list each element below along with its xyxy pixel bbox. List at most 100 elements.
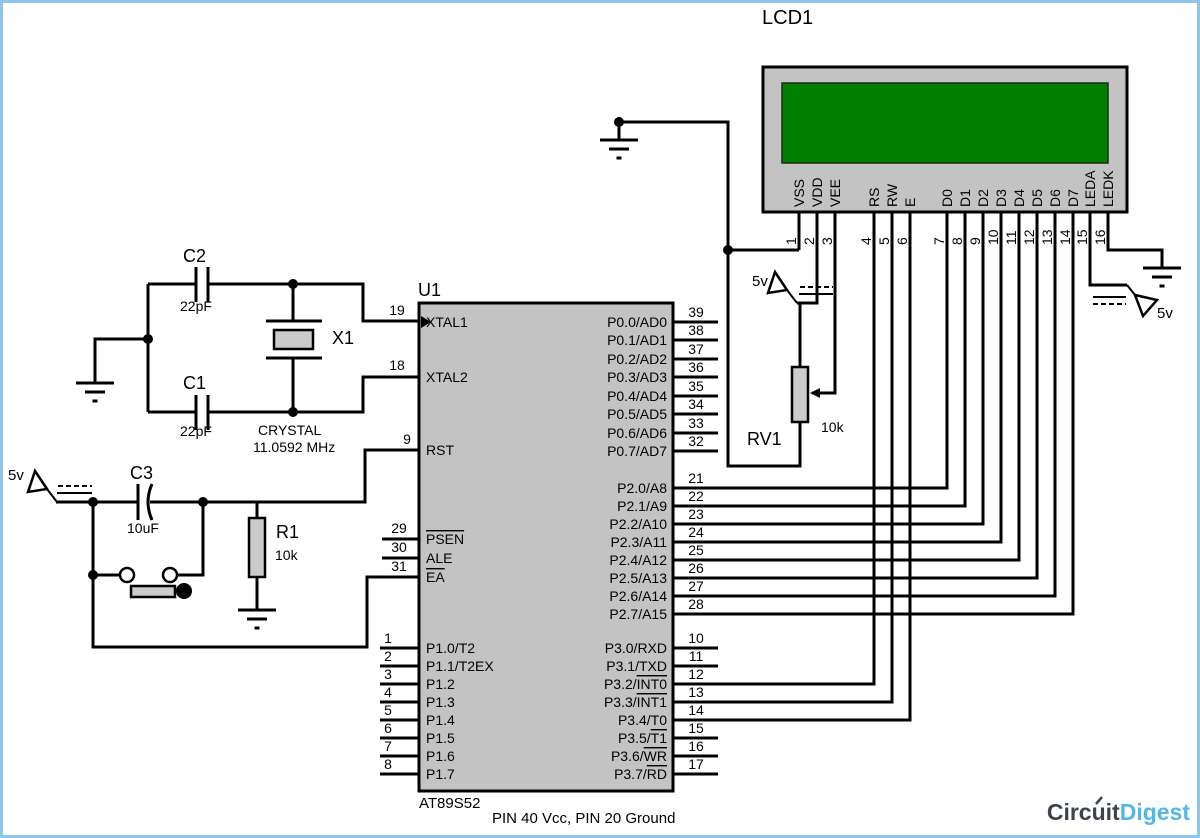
pin-label: P2.1/A9 <box>617 498 667 514</box>
mcu-left-pin-stubs <box>380 537 419 776</box>
mcu-ref-label: U1 <box>418 280 441 300</box>
pin-label: P1.2 <box>426 676 455 692</box>
pin-number: 39 <box>688 304 704 320</box>
pin-label: P2.4/A12 <box>609 552 667 568</box>
pin-number: 27 <box>688 578 704 594</box>
button-actuator <box>129 584 177 599</box>
wire-e-net <box>673 212 912 722</box>
junction-dot <box>288 279 298 289</box>
pin-label: P0.5/AD5 <box>607 406 667 422</box>
pin-number: 29 <box>391 520 407 536</box>
lcd-pin-label: VDD <box>809 177 825 207</box>
rv1-ref-label: RV1 <box>747 429 782 449</box>
potentiometer-rv1 <box>790 365 820 424</box>
wire-d1-net <box>673 212 967 508</box>
c2-ref-label: C2 <box>183 246 206 266</box>
svg-text:ALE: ALE <box>426 550 452 566</box>
power-tail <box>1126 284 1136 296</box>
svg-text:P0.3/AD3: P0.3/AD3 <box>607 369 667 385</box>
pin-label: P2.5/A13 <box>609 570 667 586</box>
lcd-pin-label: LEDK <box>1100 170 1116 207</box>
lcd-pin-number: 14 <box>1057 229 1073 245</box>
pin-number: 10 <box>688 630 704 646</box>
c1-ref-label: C1 <box>183 373 206 393</box>
power-triangle-icon <box>1133 293 1160 319</box>
lcd-pin-number: 5 <box>876 237 892 245</box>
pin-label: P2.7/A15 <box>609 606 667 622</box>
lcd-pin-number: 12 <box>1021 229 1037 245</box>
lcd-pin-labels: VSS VDD VEE RS RW E D0 D1 D2 D3 D4 D5 D6… <box>791 170 1116 207</box>
pin-number: 13 <box>688 684 704 700</box>
pin-number: 36 <box>688 359 704 375</box>
c3-value-label: 10uF <box>127 520 159 536</box>
power-symbol-backlight <box>1093 284 1160 319</box>
button-terminal <box>161 566 179 584</box>
svg-text:P3.4/T0: P3.4/T0 <box>618 712 667 728</box>
pin-label: P0.3/AD3 <box>607 369 667 385</box>
lcd-pin-label: LEDA <box>1082 170 1098 207</box>
crystal-x1 <box>266 319 322 360</box>
pin-number: 5 <box>384 702 392 718</box>
power-triangle-icon <box>766 269 790 295</box>
pin-number: 14 <box>688 702 704 718</box>
lcd-screen <box>781 82 1109 164</box>
pin-number: 12 <box>688 666 704 682</box>
lcd-pin-number: 6 <box>894 237 910 245</box>
svg-text:P3.6/WR: P3.6/WR <box>611 748 667 764</box>
wire-d3-net <box>673 212 1003 544</box>
lcd-pin-label: E <box>902 198 918 207</box>
svg-text:XTAL2: XTAL2 <box>426 369 468 385</box>
ground-symbol-r1 <box>238 608 276 630</box>
power-label-backlight: 5v <box>1157 305 1173 322</box>
lcd-pin-number: 3 <box>819 237 835 245</box>
pin-label: P2.2/A10 <box>609 516 667 532</box>
svg-text:P3.5/T1: P3.5/T1 <box>618 730 667 746</box>
pin-label: P3.7/ <box>614 766 647 782</box>
pin-number: 31 <box>391 558 407 574</box>
pin-number: 26 <box>688 560 704 576</box>
svg-text:RST: RST <box>426 442 454 458</box>
reset-button <box>118 566 192 599</box>
wire-ledk-net <box>1106 212 1164 268</box>
capacitor-c1 <box>194 395 210 430</box>
svg-text:P2.7/A15: P2.7/A15 <box>609 606 667 622</box>
svg-text:P1.6: P1.6 <box>426 748 455 764</box>
pin-number: 38 <box>688 322 704 338</box>
junction-dots <box>88 117 733 580</box>
lcd-pin-number: 15 <box>1074 229 1090 245</box>
lcd-module <box>761 65 1129 214</box>
power-triangle-icon <box>26 468 50 494</box>
pin-label: P2.6/A14 <box>609 588 667 604</box>
wire-d4-net <box>673 212 1021 562</box>
mcu-body <box>417 301 675 793</box>
mcu-left-pin-numbers: 19 18 9 29 30 31 1 2 3 4 5 6 7 8 <box>384 302 411 772</box>
svg-text:P3.7/RD: P3.7/RD <box>614 766 667 782</box>
svg-text:P2.2/A10: P2.2/A10 <box>609 516 667 532</box>
lcd-pin-label: D0 <box>939 189 955 207</box>
wire-d6-net <box>673 212 1057 598</box>
pin-label: P3.5/ <box>618 730 651 746</box>
junction-dot <box>614 117 624 127</box>
pin-number: 22 <box>688 488 704 504</box>
svg-text:P0.4/AD4: P0.4/AD4 <box>607 388 667 404</box>
lcd-pin-number: 7 <box>931 237 947 245</box>
pin-label: P1.5 <box>426 730 455 746</box>
svg-text:P0.6/AD6: P0.6/AD6 <box>607 425 667 441</box>
junction-dot <box>88 497 98 507</box>
svg-text:P1.7: P1.7 <box>426 766 455 782</box>
mcu-left-pin-labels: XTAL1 XTAL2 RST PSEN ALE EA P1.0/T2 P1.1… <box>426 314 494 782</box>
lcd-pin-label: D3 <box>993 189 1009 207</box>
wire-vss-ground-net <box>617 120 802 468</box>
wire-ea-net <box>91 502 419 649</box>
svg-text:P1.1/T2EX: P1.1/T2EX <box>426 658 494 674</box>
mcu-power-note: PIN 40 Vcc, PIN 20 Ground <box>492 810 675 827</box>
pin-label: P0.7/AD7 <box>607 443 667 459</box>
pin-label: P3.2/ <box>604 676 637 692</box>
svg-text:P0.0/AD0: P0.0/AD0 <box>607 314 667 330</box>
wire-xtal2-net <box>148 375 419 414</box>
pin-number: 4 <box>384 684 392 700</box>
pin-label: P3.1/TXD <box>606 658 667 674</box>
mcu-right-pin-labels: P0.0/AD0 P0.1/AD1 P0.2/AD2 P0.3/AD3 P0.4… <box>604 314 667 782</box>
button-knob <box>176 583 192 599</box>
